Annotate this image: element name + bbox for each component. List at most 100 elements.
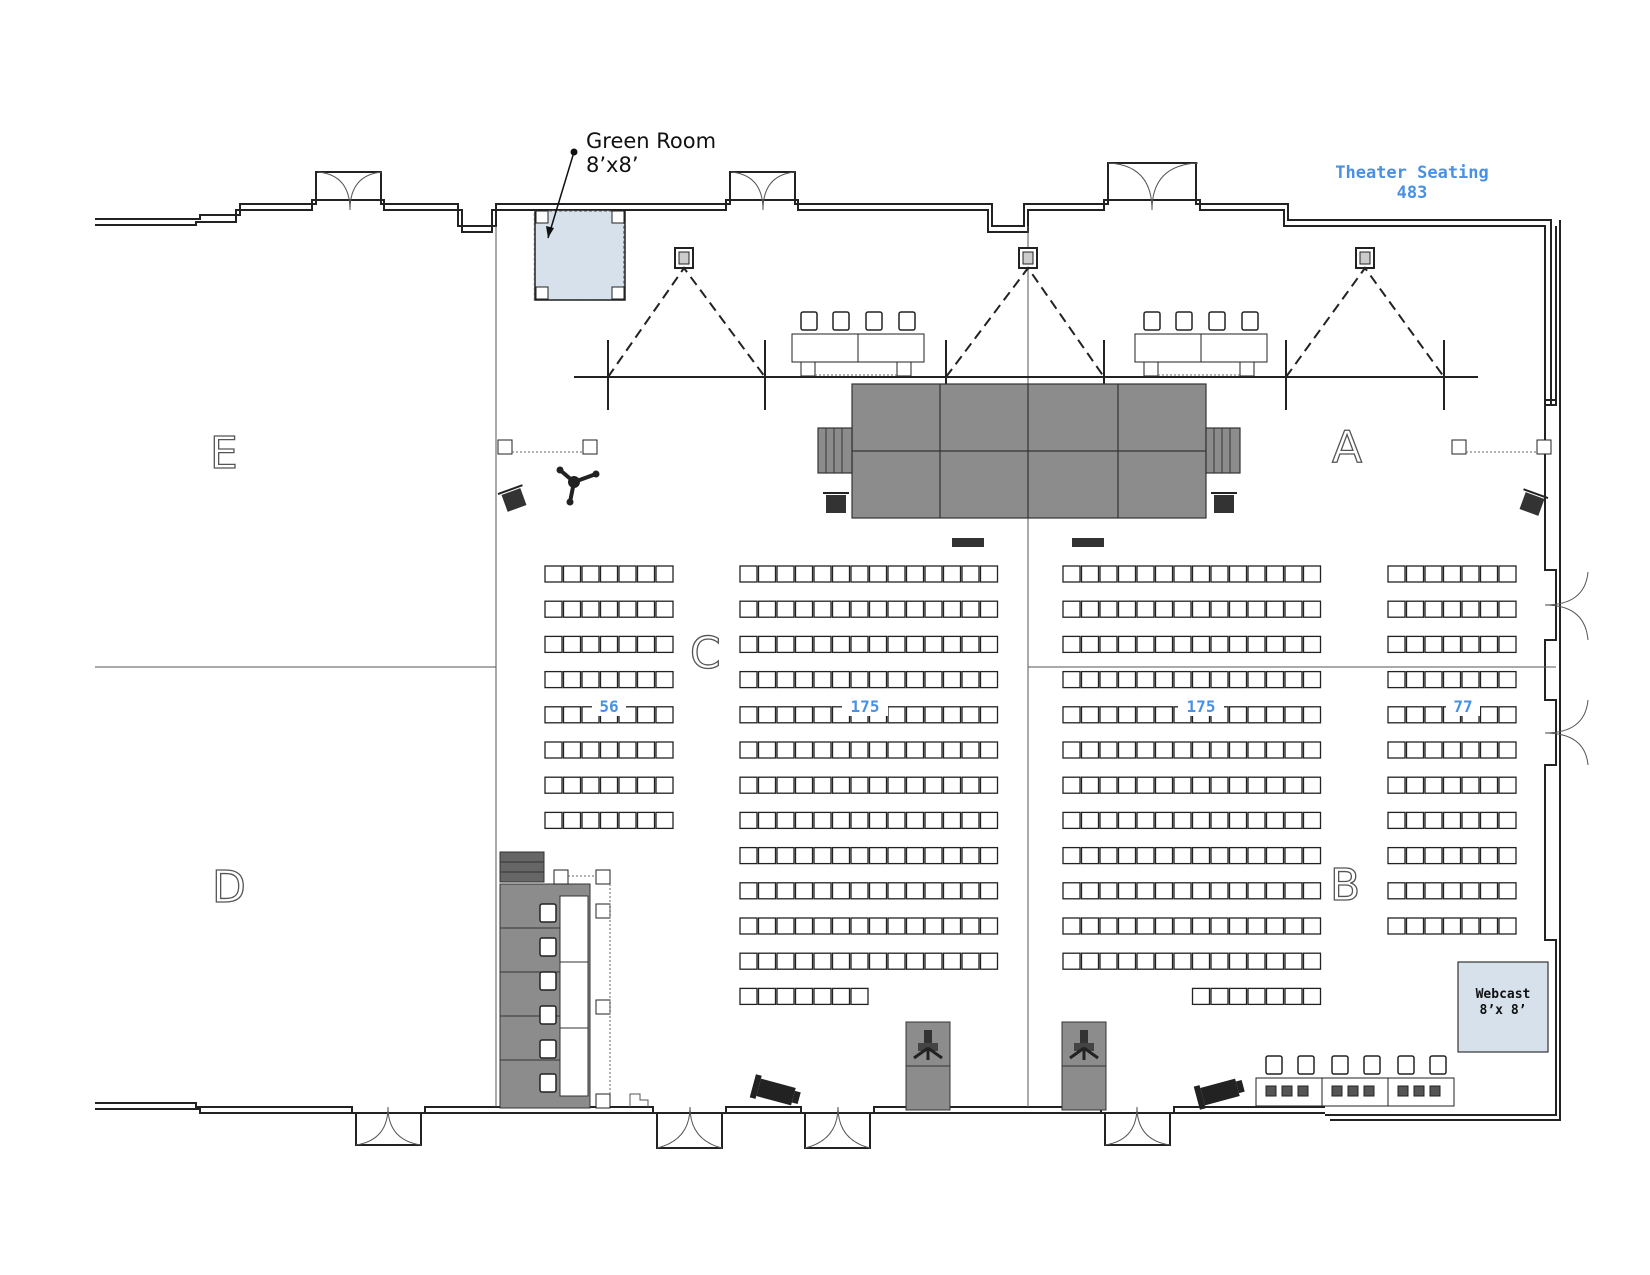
seat <box>1136 882 1155 900</box>
seat <box>544 600 563 618</box>
seat <box>831 952 851 970</box>
seat <box>544 741 563 759</box>
seat <box>1154 706 1174 724</box>
seat <box>1405 917 1425 935</box>
seat <box>1191 670 1211 689</box>
seat <box>1424 917 1443 935</box>
seat <box>1117 776 1137 794</box>
seat <box>979 776 999 794</box>
seat <box>905 952 925 970</box>
camera-riser-left <box>905 1021 951 1111</box>
seat <box>979 882 999 900</box>
seat <box>655 741 674 759</box>
seat <box>1284 952 1303 970</box>
seat <box>739 600 758 618</box>
pipe-and-drape <box>497 439 1552 455</box>
room-labels: E D C A B <box>209 421 1362 913</box>
seat <box>1191 987 1211 1006</box>
seat <box>562 600 582 618</box>
seat <box>1117 917 1137 935</box>
seat <box>1210 846 1229 865</box>
seat <box>1173 917 1192 935</box>
seat <box>887 706 906 724</box>
seat <box>599 600 619 618</box>
seat <box>1247 987 1266 1006</box>
seat <box>1117 741 1137 759</box>
seat <box>1405 670 1425 689</box>
seat <box>1062 670 1081 689</box>
theater-seating <box>544 565 1517 1006</box>
seat <box>776 846 795 865</box>
seat <box>1284 917 1303 935</box>
seat <box>1099 811 1118 830</box>
seat <box>1498 741 1517 759</box>
stage <box>817 383 1241 547</box>
seat <box>942 811 962 830</box>
seat <box>813 741 832 759</box>
seat <box>961 846 980 865</box>
seat <box>544 706 563 724</box>
camera-icon <box>1069 1030 1099 1060</box>
seat <box>1191 811 1211 830</box>
seat <box>1479 565 1499 583</box>
seat <box>794 635 814 654</box>
seat <box>1302 952 1322 970</box>
seat <box>1442 670 1462 689</box>
seat <box>905 706 925 724</box>
seat <box>924 706 943 724</box>
seat <box>961 706 980 724</box>
seat <box>1284 706 1303 724</box>
seat <box>1284 882 1303 900</box>
seat <box>1210 917 1229 935</box>
seat <box>1265 670 1285 689</box>
seat <box>1479 670 1499 689</box>
seat <box>924 846 943 865</box>
seat <box>618 670 637 689</box>
seat <box>636 565 656 583</box>
seat <box>1479 635 1499 654</box>
seat <box>1498 811 1517 830</box>
seat <box>757 741 777 759</box>
seat <box>1284 741 1303 759</box>
seat <box>757 565 777 583</box>
seat <box>618 635 637 654</box>
seat <box>905 670 925 689</box>
seat <box>1265 846 1285 865</box>
seat <box>1284 776 1303 794</box>
seat <box>776 600 795 618</box>
lighting-fixtures <box>497 466 1549 1110</box>
seat <box>1117 600 1137 618</box>
seat <box>544 635 563 654</box>
seat <box>1062 741 1081 759</box>
seat <box>850 882 869 900</box>
seat <box>1173 846 1192 865</box>
seat <box>924 917 943 935</box>
seat <box>942 565 962 583</box>
seat <box>850 846 869 865</box>
seat <box>1247 741 1266 759</box>
seat <box>868 776 888 794</box>
section-count-center-left: 175 <box>851 697 880 716</box>
seat <box>1080 846 1100 865</box>
seat <box>1080 811 1100 830</box>
seat <box>868 565 888 583</box>
seat <box>905 776 925 794</box>
seat <box>1302 776 1322 794</box>
seat <box>831 600 851 618</box>
seat <box>887 776 906 794</box>
seat <box>1424 741 1443 759</box>
seat <box>924 565 943 583</box>
seat <box>1099 741 1118 759</box>
seat <box>1461 600 1480 618</box>
seat <box>1498 776 1517 794</box>
seat <box>794 600 814 618</box>
seat <box>979 670 999 689</box>
seat <box>942 917 962 935</box>
seat <box>979 706 999 724</box>
seat <box>1191 776 1211 794</box>
seat <box>961 811 980 830</box>
seat <box>794 811 814 830</box>
seat <box>924 635 943 654</box>
seat <box>831 565 851 583</box>
seat <box>961 776 980 794</box>
